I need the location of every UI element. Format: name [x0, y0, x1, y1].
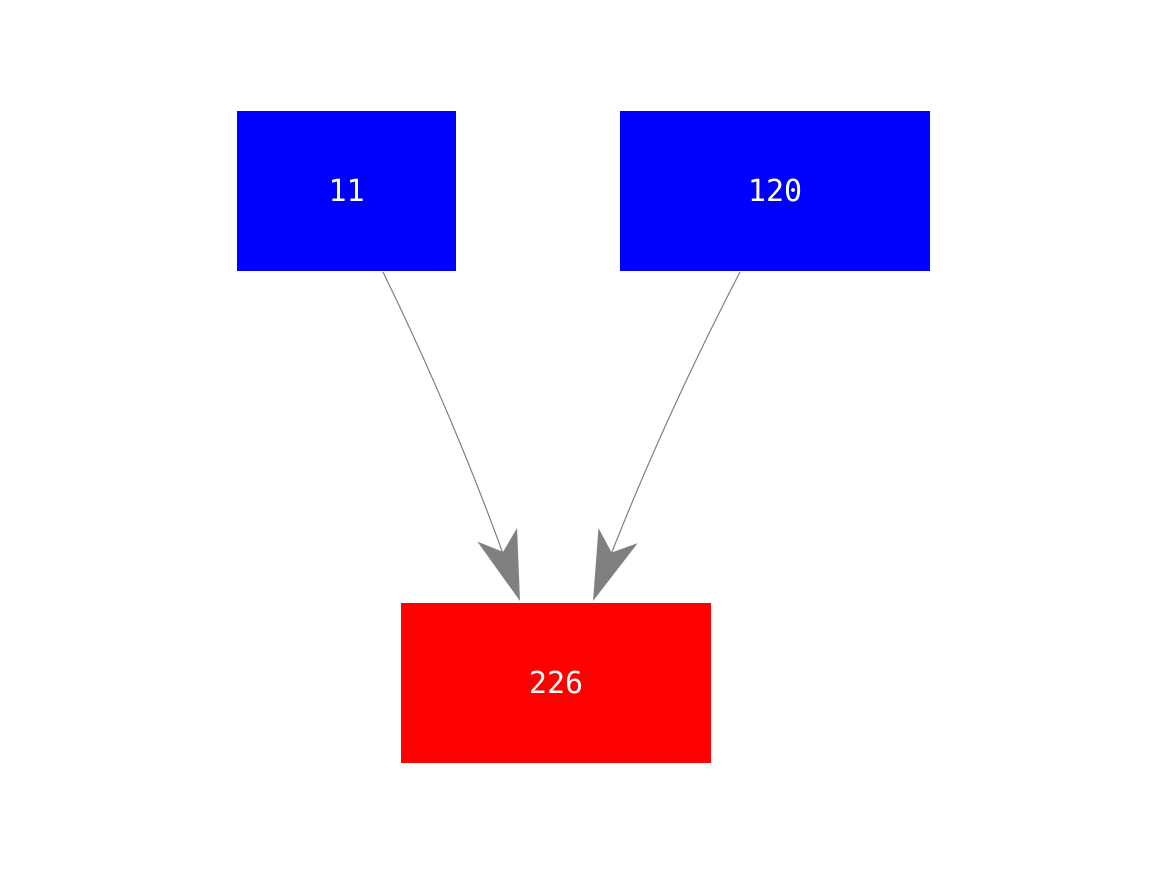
node-11-label: 11	[328, 173, 365, 209]
node-120-label: 120	[747, 173, 803, 209]
edge-11-to-226	[382, 271, 520, 601]
node-120: 120	[620, 111, 930, 271]
edge-120-to-226	[593, 271, 741, 601]
edge-line-11-226	[382, 271, 519, 597]
arrowhead-11-226	[477, 527, 520, 601]
arrowhead-120-226	[593, 528, 638, 601]
edge-line-120-226	[594, 271, 741, 597]
node-11: 11	[237, 111, 456, 271]
node-226: 226	[401, 603, 711, 763]
node-226-label: 226	[528, 665, 584, 701]
